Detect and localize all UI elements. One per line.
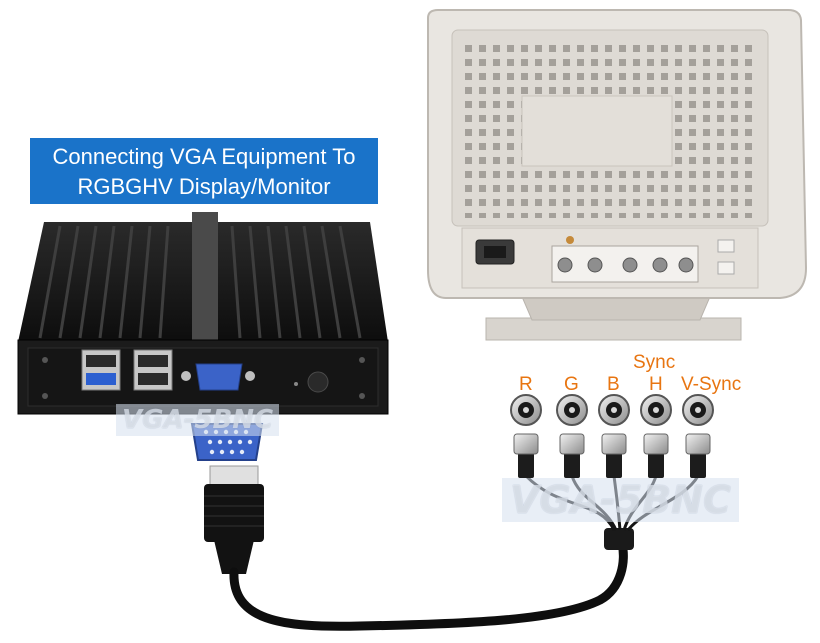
title-line-1: Connecting VGA Equipment To (52, 144, 356, 169)
label-r: R (519, 374, 533, 395)
mini-pc (17, 212, 389, 415)
watermark-pc: VGA-5BNC (116, 404, 280, 436)
bnc-breakout (510, 394, 714, 550)
diagram-title: Connecting VGA Equipment To RGBGHV Displ… (30, 138, 378, 204)
vga-connector (190, 423, 264, 574)
label-b: B (607, 374, 620, 395)
crt-monitor (427, 9, 808, 341)
monitor-stand (485, 317, 742, 341)
label-h-sync: Sync (633, 352, 676, 373)
label-h: H (649, 374, 663, 395)
vga-port-icon (195, 363, 243, 391)
watermark-cable: VGA-5BNC (502, 478, 739, 522)
power-button-icon (307, 371, 329, 393)
label-g: G (564, 374, 579, 395)
title-line-2: RGBGHV Display/Monitor (77, 174, 331, 199)
label-v-sync: V-Sync (681, 374, 742, 395)
vga-cable (229, 539, 628, 631)
